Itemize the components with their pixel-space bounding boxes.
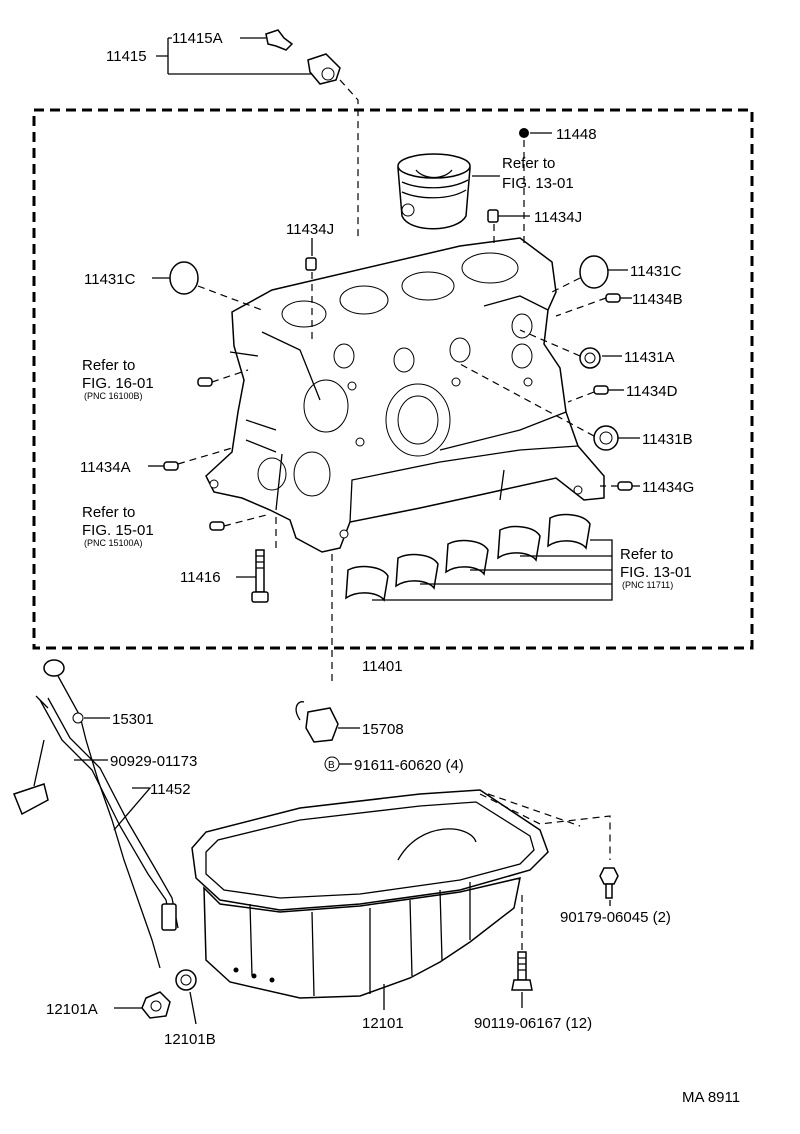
plug-11434J-right bbox=[487, 209, 499, 223]
bolt-11416 bbox=[251, 549, 269, 603]
label-refer-piston-line2: FIG. 13-01 bbox=[502, 175, 574, 192]
label-11448: 11448 bbox=[556, 126, 597, 143]
label-refer13b-line2: FIG. 13-01 bbox=[620, 564, 692, 581]
label-12101: 12101 bbox=[362, 1015, 404, 1032]
label-11434j-right: 11434J bbox=[534, 209, 582, 226]
plug-11434J-left bbox=[305, 257, 317, 271]
label-refer15-pnc: (PNC 15100A) bbox=[84, 538, 143, 548]
dipstick-guide bbox=[13, 695, 179, 931]
label-12101b: 12101B bbox=[164, 1031, 216, 1048]
oil-pressure-switch bbox=[307, 53, 341, 85]
label-refer13b-pnc: (PNC 11711) bbox=[622, 580, 673, 590]
oil-pressure-switch-group bbox=[156, 29, 359, 240]
knock-sensor bbox=[295, 701, 339, 743]
label-90929-01173: 90929-01173 bbox=[110, 753, 197, 770]
label-90179-06045: 90179-06045 (2) bbox=[560, 909, 671, 926]
block-assembly-frame bbox=[32, 108, 754, 650]
label-11401: 11401 bbox=[362, 658, 403, 675]
label-11431c-left: 11431C bbox=[84, 271, 136, 288]
label-refer16-pnc: (PNC 16100B) bbox=[84, 391, 143, 401]
label-11416: 11416 bbox=[180, 569, 221, 586]
label-11415a: 11415A bbox=[172, 30, 223, 47]
label-refer15-line2: FIG. 15-01 bbox=[82, 522, 154, 539]
label-11434b: 11434B bbox=[632, 291, 683, 308]
label-refer15-line1: Refer to bbox=[82, 504, 135, 521]
label-11431b: 11431B bbox=[642, 431, 693, 448]
label-refer-piston-line1: Refer to bbox=[502, 155, 555, 172]
plug-11434B bbox=[605, 293, 621, 303]
bolt-90179 bbox=[599, 867, 619, 899]
bolt-b-badge: B bbox=[328, 760, 335, 771]
label-15301: 15301 bbox=[112, 711, 154, 728]
crank-bearings bbox=[345, 513, 591, 602]
plug-11448 bbox=[519, 128, 529, 138]
label-11434d: 11434D bbox=[626, 383, 678, 400]
plug-11434A bbox=[163, 461, 179, 471]
cap-11431C-left bbox=[169, 261, 199, 295]
cap-11431B bbox=[593, 425, 619, 451]
switch-fitting-small bbox=[265, 29, 294, 51]
label-12101a: 12101A bbox=[46, 1001, 98, 1018]
oil-pan bbox=[191, 789, 549, 999]
label-refer13b-line1: Refer to bbox=[620, 546, 673, 563]
label-refer16-line2: FIG. 16-01 bbox=[82, 375, 154, 392]
label-91611-60620: 91611-60620 (4) bbox=[354, 757, 464, 774]
plug-refer15 bbox=[209, 521, 225, 531]
label-15708: 15708 bbox=[362, 721, 404, 738]
piston-illustration bbox=[397, 153, 471, 230]
cap-11431C-right bbox=[579, 255, 609, 289]
drain-plug-12101A bbox=[141, 991, 171, 1019]
label-refer16-line1: Refer to bbox=[82, 357, 135, 374]
label-11452: 11452 bbox=[150, 781, 191, 798]
label-90119-06167: 90119-06167 (12) bbox=[474, 1015, 592, 1032]
figure-code: MA 8911 bbox=[682, 1089, 740, 1106]
label-11434a: 11434A bbox=[80, 459, 131, 476]
plug-refer16 bbox=[197, 377, 213, 387]
label-11431c-right: 11431C bbox=[630, 263, 682, 280]
cap-11431A bbox=[579, 347, 601, 369]
plug-11434G bbox=[617, 481, 633, 491]
cylinder-block-illustration bbox=[205, 237, 605, 553]
bolt-90119 bbox=[511, 951, 533, 991]
label-11415: 11415 bbox=[106, 48, 147, 65]
dipstick bbox=[43, 659, 161, 969]
label-11434j-left: 11434J bbox=[286, 221, 334, 238]
gasket-12101B bbox=[175, 969, 197, 991]
label-11434g: 11434G bbox=[642, 479, 694, 496]
label-11431a: 11431A bbox=[624, 349, 675, 366]
plug-11434D bbox=[593, 385, 609, 395]
